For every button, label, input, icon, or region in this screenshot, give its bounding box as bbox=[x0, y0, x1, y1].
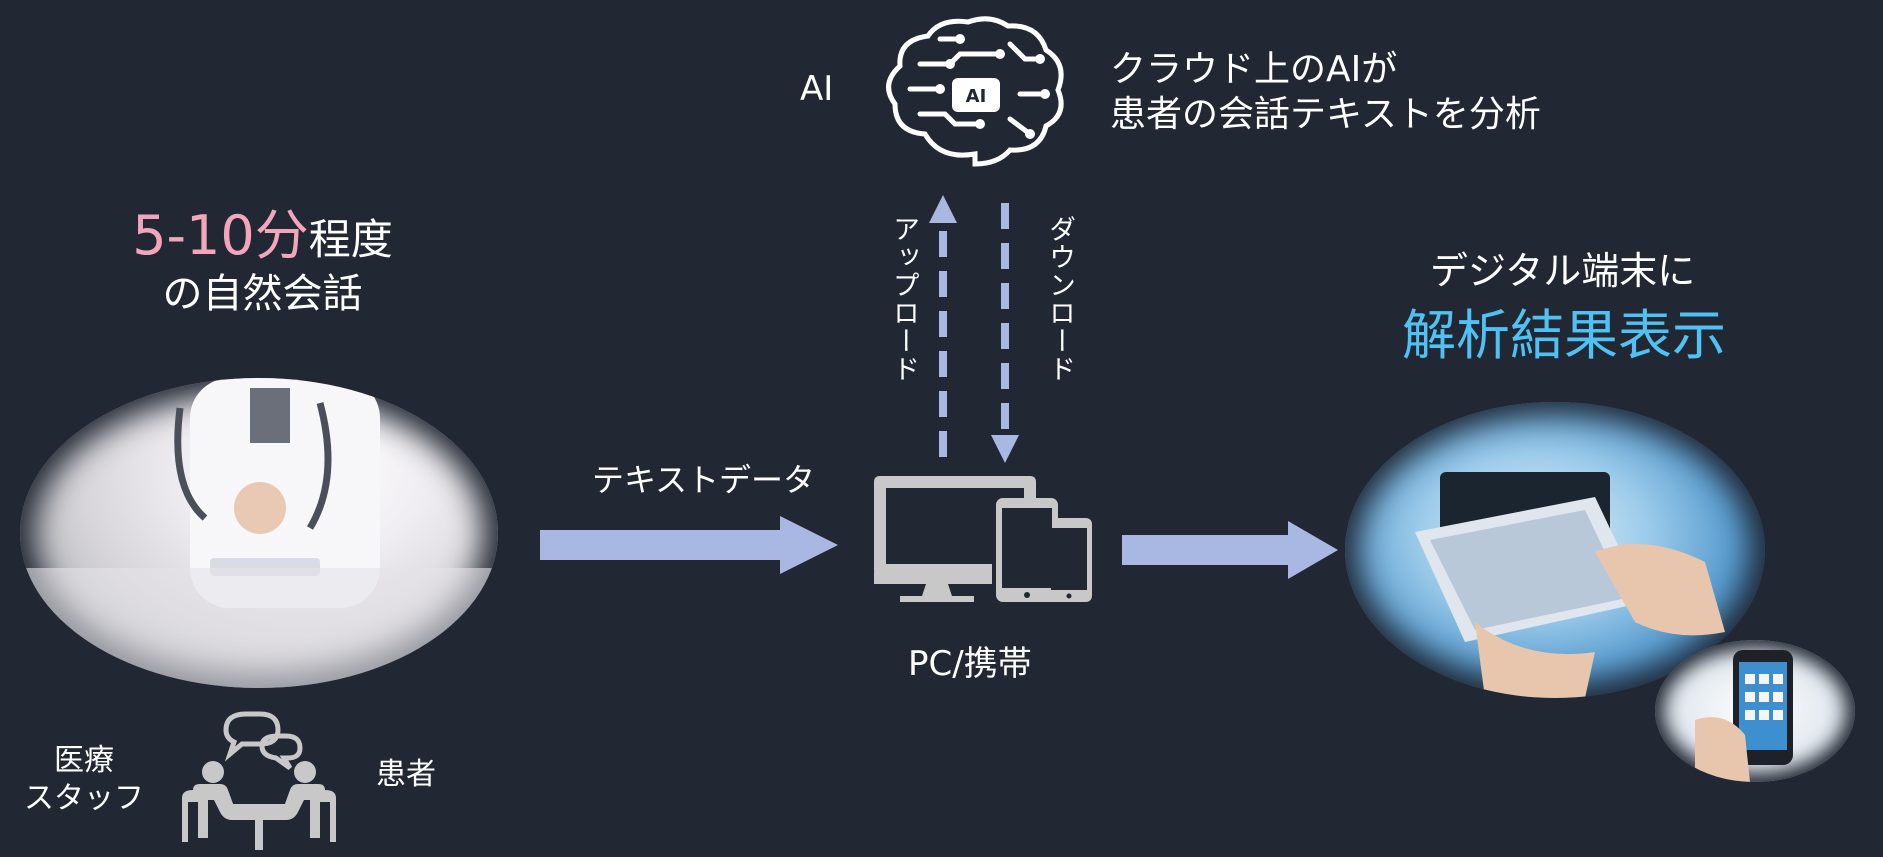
headline-duration: 5-10分 bbox=[132, 204, 309, 267]
brain-circuit-icon: AI bbox=[886, 16, 1064, 167]
headline-conversation: 5-10分程度 の自然会話 bbox=[30, 204, 495, 318]
doctor-consultation-photo bbox=[20, 378, 498, 688]
ai-label: AI bbox=[800, 69, 834, 109]
cloud-description-line2: 患者の会話テキストを分析 bbox=[1110, 94, 1541, 135]
phone-photo-sketch bbox=[1695, 650, 1793, 782]
download-label: ダウンロード bbox=[1044, 215, 1075, 383]
result-arrow bbox=[1122, 521, 1338, 579]
upload-arrow-head bbox=[929, 195, 957, 223]
cloud-ai-description: クラウド上のAIが 患者の会話テキストを分析 bbox=[1110, 47, 1541, 137]
smartphone-photo bbox=[1655, 640, 1855, 782]
headline-duration-suffix: 程度 bbox=[308, 215, 393, 264]
patient-label: 患者 bbox=[376, 757, 436, 792]
doctor-photo-sketch bbox=[20, 378, 498, 688]
download-arrow-head bbox=[991, 435, 1019, 463]
digital-device-label: デジタル端末に bbox=[1430, 249, 1696, 293]
pc-mobile-label: PC/携帯 bbox=[908, 644, 1032, 684]
text-data-label: テキストデータ bbox=[592, 461, 816, 499]
upload-label: アップロード bbox=[888, 215, 919, 383]
devices-icon bbox=[874, 476, 1092, 602]
staff-label-line2: スタッフ bbox=[24, 780, 144, 816]
headline-natural-conversation: の自然会話 bbox=[162, 271, 363, 318]
conversation-icon bbox=[182, 711, 336, 850]
medical-staff-label: 医療 スタッフ bbox=[18, 742, 150, 817]
tablet-photo bbox=[1345, 402, 1765, 698]
text-data-arrow bbox=[540, 516, 838, 574]
tablet-photo-sketch bbox=[1415, 472, 1725, 698]
sync-arrows bbox=[929, 195, 1019, 463]
analysis-result-label: 解析結果表示 bbox=[1402, 304, 1726, 367]
cloud-description-line1: クラウド上のAIが bbox=[1110, 49, 1398, 90]
staff-label-line1: 医療 bbox=[54, 743, 114, 778]
ai-chip-label: AI bbox=[966, 86, 987, 107]
